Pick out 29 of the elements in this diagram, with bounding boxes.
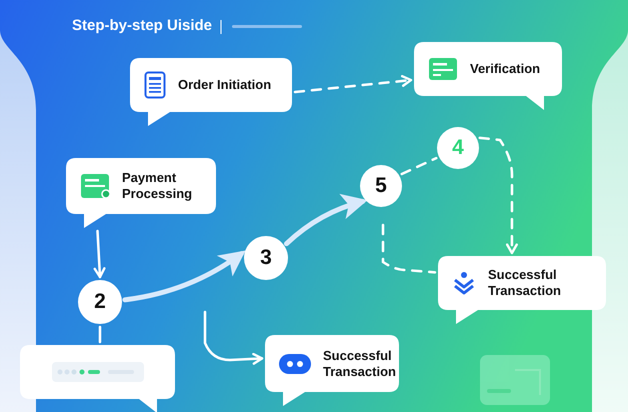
step-circle [244,236,288,280]
connector-line [382,224,436,274]
step-number: 3 [260,245,272,271]
arrow [284,194,368,246]
arrow [94,230,106,278]
speech-bubble [66,158,216,228]
arrow [122,250,246,302]
connector-line [400,156,438,176]
step-number: 4 [452,135,464,161]
step-circle [78,280,122,324]
arrow [294,74,412,94]
node-label: Successful Transaction [323,348,396,380]
speech-bubble [414,42,562,110]
connector-line [98,326,102,344]
node-label: Payment Processing [122,170,194,202]
step-number: 2 [94,289,106,315]
step-number: 5 [375,173,387,199]
arrow [478,136,518,254]
arrow [204,310,264,365]
speech-bubble [438,256,606,324]
node-label: Successful Transaction [488,267,562,299]
speech-bubble [265,335,399,406]
step-circle [360,165,402,207]
node-label: Order Initiation [178,77,272,93]
step-circle [437,127,479,169]
speech-bubble [20,345,175,412]
title: Step-by-step Uiside [72,17,212,34]
speech-bubble [130,58,292,126]
node-label: Verification [470,61,540,77]
